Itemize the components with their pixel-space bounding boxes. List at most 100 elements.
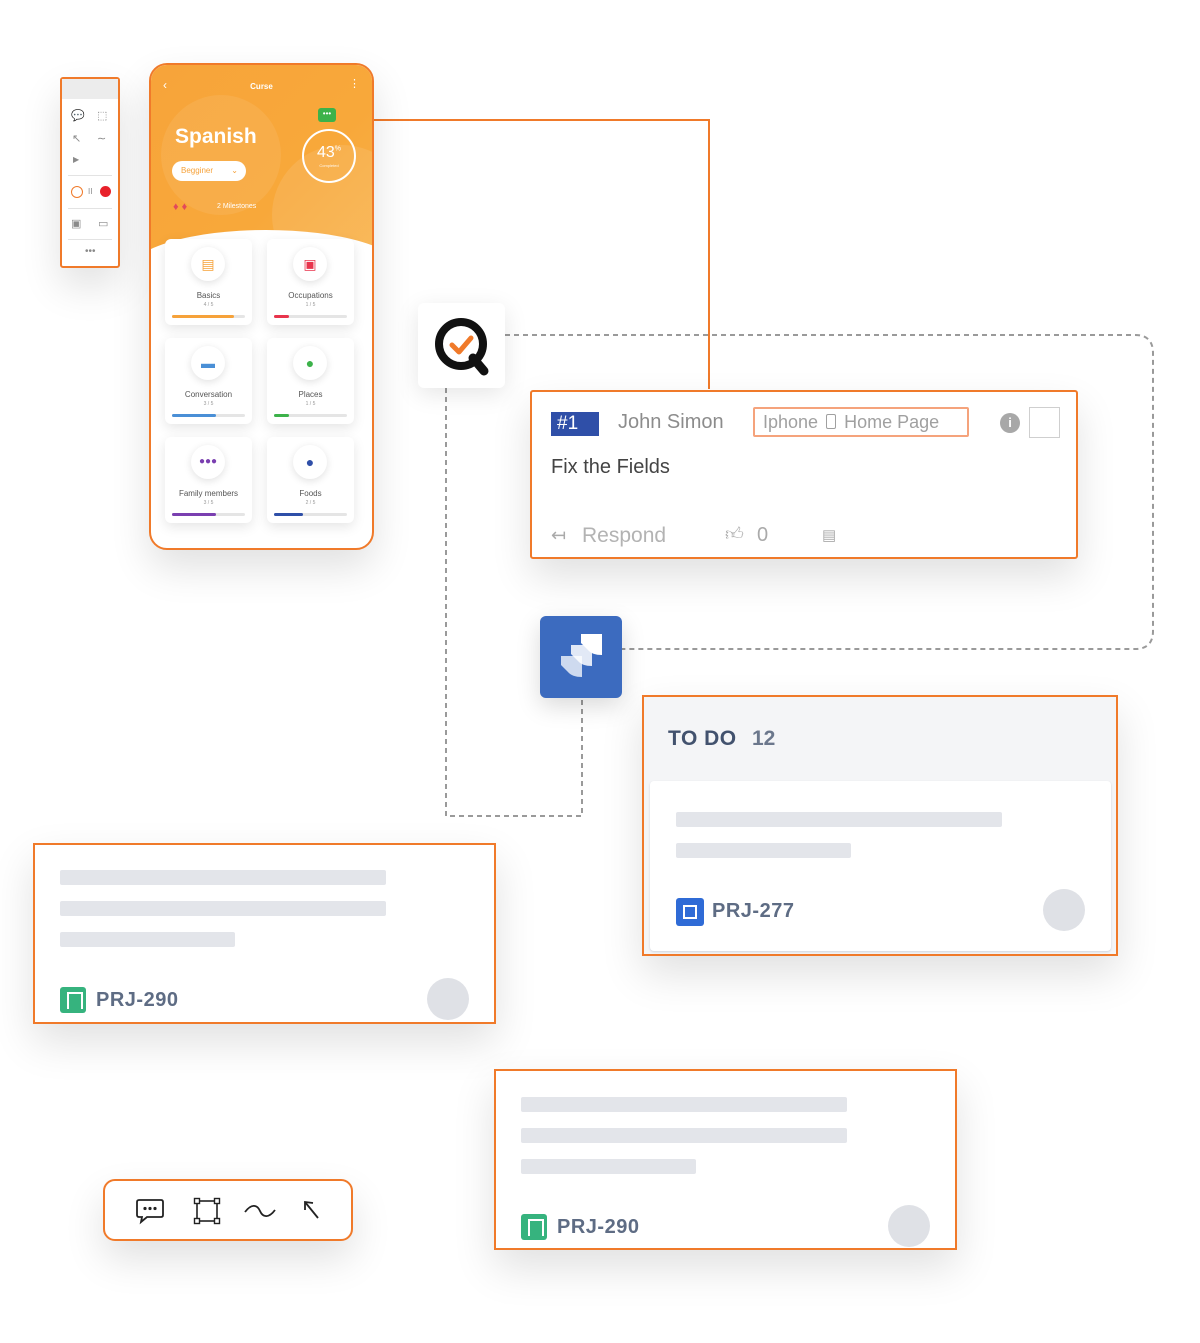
comment-author: John Simon: [618, 411, 724, 433]
tile-count: 2 / 5: [305, 500, 316, 506]
location-page: Home Page: [844, 412, 940, 432]
progress-label: Completed: [319, 163, 339, 168]
thumbs-up-icon[interactable]: 👍︎: [725, 524, 744, 544]
copy-icon[interactable]: ▤: [822, 527, 837, 544]
chevron-down-icon: ⌄: [231, 166, 238, 175]
issue-card[interactable]: PRJ-290: [33, 843, 496, 1024]
placeholder-line: [60, 932, 235, 947]
level-dropdown[interactable]: Begginer ⌄: [172, 161, 246, 181]
reply-icon[interactable]: ↤: [551, 525, 567, 545]
comment-marker-icon[interactable]: •••: [318, 108, 336, 122]
toolbar-divider: [68, 208, 112, 209]
avatar[interactable]: [888, 1205, 930, 1247]
like-count: 0: [757, 524, 769, 546]
pause-icon[interactable]: II: [88, 187, 93, 196]
tile-progress-fill: [172, 315, 235, 318]
rectangle-tool-icon[interactable]: [193, 1197, 221, 1225]
phone-app-screen: ‹ Curse ⋮ Spanish Begginer ⌄ ••• 43% Com…: [149, 63, 374, 550]
capture-area-icon[interactable]: ▣: [71, 218, 82, 230]
topic-tile-occupations[interactable]: ▣ Occupations 1 / 5: [267, 239, 354, 325]
info-icon[interactable]: i: [1000, 413, 1020, 433]
decor-circle: [161, 95, 281, 215]
q-app-logo: [418, 303, 505, 388]
tile-name: Conversation: [184, 390, 233, 399]
tile-count: 1 / 5: [305, 401, 316, 407]
tile-progress: [172, 414, 245, 417]
document-icon: ▤: [191, 247, 225, 281]
jira-icon: [561, 634, 602, 677]
screen-icon[interactable]: ▭: [98, 218, 109, 230]
avatar[interactable]: [427, 978, 469, 1020]
placeholder-line: [676, 812, 1002, 827]
milestone-gems-icon: ♦ ♦: [173, 201, 188, 213]
column-count: 12: [752, 727, 776, 750]
column-title: TO DO: [668, 727, 737, 750]
tile-progress-fill: [172, 414, 216, 417]
topic-tile-places[interactable]: ● Places 1 / 5: [267, 338, 354, 424]
tile-progress: [274, 513, 347, 516]
task-type-icon: [676, 898, 704, 926]
comment-location[interactable]: Iphone Home Page: [753, 407, 969, 437]
rectangle-tool-icon[interactable]: ⬚: [97, 110, 108, 122]
arrow-tool-icon[interactable]: [301, 1198, 323, 1222]
apple-icon: ●: [293, 445, 327, 479]
progress-ring: 43% Completed: [302, 129, 356, 183]
course-name: Spanish: [175, 125, 257, 148]
tile-progress-fill: [172, 513, 216, 516]
issue-card[interactable]: PRJ-290: [494, 1069, 957, 1250]
tile-count: 1 / 5: [305, 302, 316, 308]
record-ring-icon[interactable]: [71, 186, 83, 198]
tile-count: 4 / 5: [203, 302, 214, 308]
avatar[interactable]: [1043, 889, 1085, 931]
issue-card[interactable]: PRJ-277: [650, 781, 1111, 951]
more-icon[interactable]: •••: [85, 246, 96, 257]
toolbar-divider: [68, 239, 112, 240]
horizontal-annotation-toolbar: [103, 1179, 353, 1241]
topic-tile-basics[interactable]: ▤ Basics 4 / 5: [165, 239, 252, 325]
level-value: Begginer: [181, 166, 214, 175]
placeholder-line: [521, 1128, 847, 1143]
video-tool-icon[interactable]: ▶: [73, 155, 80, 164]
tile-count: 3 / 5: [203, 500, 214, 506]
issue-key[interactable]: PRJ-277: [712, 900, 795, 922]
record-button-icon[interactable]: [100, 186, 111, 197]
topic-tile-family-members[interactable]: ●●● Family members 3 / 5: [165, 437, 252, 523]
comment-tool-icon[interactable]: 💬: [71, 110, 85, 122]
placeholder-line: [676, 843, 851, 858]
issue-key[interactable]: PRJ-290: [96, 989, 179, 1011]
story-type-icon: [521, 1214, 547, 1240]
comment-card[interactable]: #1 John Simon Iphone Home Page i Fix the…: [530, 390, 1078, 559]
back-icon[interactable]: ‹: [163, 78, 167, 92]
milestones-text: 2 Milestones: [217, 203, 257, 210]
tile-progress-fill: [274, 414, 289, 417]
phone-icon: [826, 414, 837, 429]
toolbar-drag-handle[interactable]: [62, 79, 118, 99]
arrow-tool-icon[interactable]: ↖: [72, 133, 82, 145]
respond-button[interactable]: Respond: [582, 524, 667, 547]
vertical-annotation-toolbar: 💬 ⬚ ↖ ∼ ▶ II ▣ ▭ •••: [60, 77, 120, 268]
tile-progress: [274, 414, 347, 417]
location-pin-icon: ●: [293, 346, 327, 380]
freehand-tool-icon[interactable]: ∼: [97, 133, 107, 145]
progress-percent: 43%: [316, 144, 342, 161]
placeholder-line: [521, 1097, 847, 1112]
tile-name: Places: [298, 390, 323, 399]
family-icon: ●●●: [191, 445, 225, 479]
briefcase-icon: ▣: [293, 247, 327, 281]
chat-icon: ▬: [191, 346, 225, 380]
tile-progress-fill: [274, 315, 289, 318]
topic-tile-foods[interactable]: ● Foods 2 / 5: [267, 437, 354, 523]
tile-progress: [274, 315, 347, 318]
freehand-tool-icon[interactable]: [243, 1203, 277, 1219]
more-menu-icon[interactable]: ⋮: [349, 78, 360, 90]
comment-message: Fix the Fields: [551, 456, 670, 478]
location-device: Iphone: [763, 412, 819, 432]
tile-name: Foods: [299, 489, 322, 498]
tile-progress: [172, 315, 245, 318]
screen-title: Curse: [250, 82, 273, 91]
issue-key[interactable]: PRJ-290: [557, 1216, 640, 1238]
topic-tile-conversation[interactable]: ▬ Conversation 3 / 5: [165, 338, 252, 424]
tile-progress-fill: [274, 513, 304, 516]
comment-tool-icon[interactable]: [135, 1197, 165, 1225]
resolve-checkbox[interactable]: [1029, 407, 1060, 438]
